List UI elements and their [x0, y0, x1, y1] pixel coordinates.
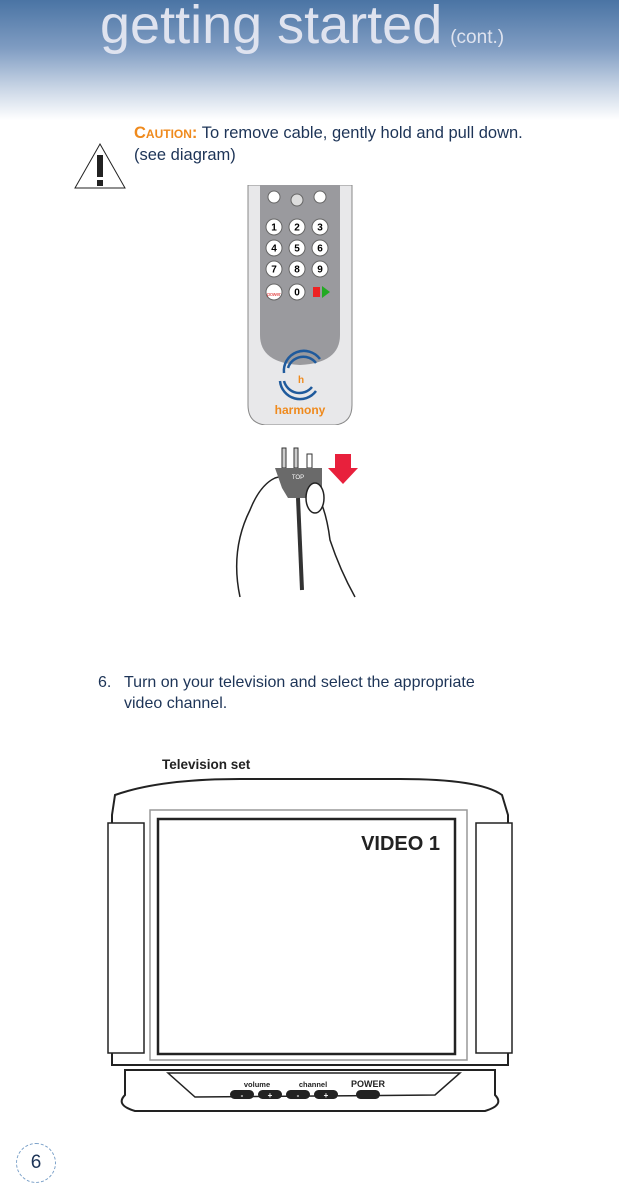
remote-power-label: power [267, 292, 281, 298]
remote-key-8 [288, 260, 306, 278]
title-suffix: (cont.) [450, 27, 505, 48]
remote-key-4 [265, 239, 283, 257]
remote-key-7 [265, 260, 283, 278]
remote-illustration: 1 2 3 4 5 6 7 8 9 0 power h harmony [247, 185, 353, 425]
remote-key-label: 5 [294, 244, 300, 255]
volume-label: volume [244, 1080, 270, 1089]
harmony-brand: harmony [275, 403, 326, 417]
minus-glyph: - [241, 1091, 244, 1100]
remote-key-5 [288, 239, 306, 257]
screen-text: VIDEO 1 [361, 833, 440, 855]
remote-key-3 [311, 218, 329, 236]
svg-text:h: h [298, 375, 304, 386]
channel-label: channel [299, 1080, 327, 1089]
step-text-1: Turn on your television and select the a… [124, 674, 475, 691]
volume-up-button[interactable] [258, 1090, 282, 1099]
channel-up-button[interactable] [314, 1090, 338, 1099]
remote-key-label: 6 [317, 244, 323, 255]
page-title: getting started (cont.) [100, 0, 504, 56]
step-number: 6. [98, 674, 112, 691]
page-header: getting started (cont.) [0, 0, 619, 120]
remote-key-label: 2 [294, 223, 300, 234]
remote-key-label: 1 [271, 223, 277, 234]
tv-power-button[interactable] [356, 1090, 380, 1099]
remote-key-2 [288, 218, 306, 236]
remote-key-1 [265, 218, 283, 236]
step-6: 6. Turn on your television and select the… [98, 672, 475, 714]
caution-text: To remove cable, gently hold and pull do… [201, 124, 523, 142]
remote-key-label: 0 [294, 288, 300, 299]
page-number: 6 [16, 1143, 56, 1183]
pull-down-arrow-icon [328, 454, 358, 484]
remote-key-label: 8 [294, 265, 300, 276]
caution-note: Caution: To remove cable, gently hold an… [134, 122, 523, 166]
television-illustration: VIDEO 1 volume channel POWER - + - + [107, 778, 513, 1112]
remote-key-label: 9 [317, 265, 323, 276]
warning-triangle-icon [74, 142, 126, 189]
power-label: POWER [351, 1079, 386, 1089]
title-text: getting started [100, 0, 443, 55]
remote-key-9 [311, 260, 329, 278]
cable-removal-diagram: TOP [235, 447, 358, 598]
plus-glyph: + [268, 1091, 273, 1100]
plug-top-label: TOP [292, 475, 304, 481]
remote-key-0 [288, 283, 306, 301]
harmony-logo-icon [278, 349, 322, 401]
tv-label: Television set [162, 757, 251, 772]
remote-key-label: 3 [317, 223, 323, 234]
caution-text-2: (see diagram) [134, 146, 236, 164]
step-text-2: video channel. [124, 695, 228, 712]
volume-down-button[interactable] [230, 1090, 254, 1099]
remote-key-label: 4 [271, 244, 277, 255]
plus-glyph: + [324, 1091, 329, 1100]
remote-key-6 [311, 239, 329, 257]
caution-label: Caution: [134, 124, 198, 142]
channel-down-button[interactable] [286, 1090, 310, 1099]
remote-key-label: 7 [271, 265, 277, 276]
minus-glyph: - [297, 1091, 300, 1100]
